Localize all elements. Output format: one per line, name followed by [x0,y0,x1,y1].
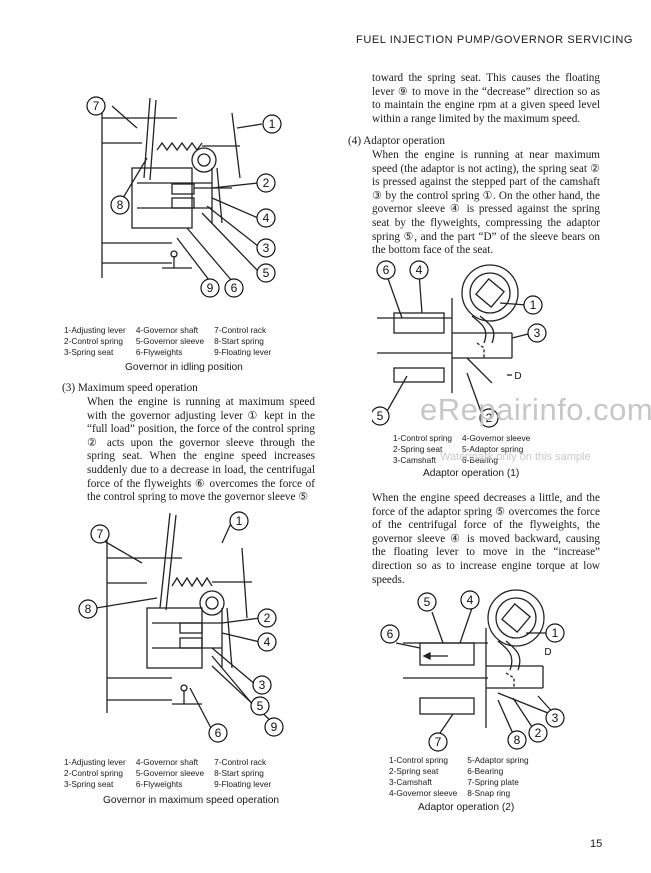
callout-1: 1 [545,623,565,643]
figure2-callouts: 7 1 8 2 4 3 5 9 6 [78,511,284,743]
svg-text:5: 5 [424,595,431,609]
svg-text:3: 3 [534,326,541,340]
callout-1: 1 [523,295,543,315]
svg-text:3: 3 [263,241,270,255]
svg-text:8: 8 [117,198,124,212]
svg-text:5: 5 [377,409,384,423]
callout-5: 5 [250,696,270,716]
governor-idling-diagram: 7 1 8 2 4 3 5 9 6 [86,96,282,298]
callout-3: 3 [256,238,276,258]
callout-4: 4 [257,632,277,652]
svg-text:7: 7 [93,99,100,113]
figure3-callouts: 6 4 1 3 5 2 D [372,260,547,428]
svg-text:6: 6 [387,627,394,641]
svg-text:1: 1 [530,298,537,312]
section4-text: When the engine is running at near maxim… [372,149,600,257]
svg-text:7: 7 [97,527,104,541]
svg-text:5: 5 [257,699,264,713]
watermark-subtext: Watermark only on this sample [440,451,591,463]
callout-8: 8 [507,730,527,750]
callout-9: 9 [264,717,284,737]
label-d: D [514,371,521,382]
figure4-caption: Adaptor operation (2) [418,802,515,813]
figure1-callouts: 7 1 8 2 4 3 5 9 6 [86,96,282,298]
callout-1: 1 [229,511,249,531]
svg-text:8: 8 [514,733,521,747]
callout-2: 2 [528,723,548,743]
svg-text:2: 2 [264,611,271,625]
adaptor-paragraph-2: When the engine speed decreases a little… [372,492,600,586]
svg-text:3: 3 [552,711,559,725]
callout-7: 7 [86,96,106,116]
svg-text:6: 6 [231,281,238,295]
callout-5: 5 [256,263,276,283]
governor-max-speed-diagram: 7 1 8 2 4 3 5 9 6 [78,511,284,743]
svg-text:1: 1 [269,117,276,131]
section3-text: When the engine is running at maximum sp… [87,396,315,504]
callout-7: 7 [428,732,448,752]
figure3-caption: Adaptor operation (1) [423,468,520,479]
adaptor-operation-2-diagram: 5 4 6 1 3 7 8 2 D [380,589,565,752]
svg-text:2: 2 [535,726,542,740]
callout-7: 7 [90,524,110,544]
svg-text:3: 3 [259,678,266,692]
callout-8: 8 [110,195,130,215]
callout-3: 3 [545,708,565,728]
section3-continuation-text: toward the spring seat. This causes the … [372,72,600,125]
callout-3: 3 [527,323,547,343]
watermark-text: eRepairinfo.com [420,392,651,427]
callout-5: 5 [417,592,437,612]
svg-text:6: 6 [383,263,390,277]
callout-6: 6 [376,260,396,280]
callout-8: 8 [78,599,98,619]
figure4-callouts: 5 4 6 1 3 7 8 2 D [380,590,565,752]
svg-text:5: 5 [263,266,270,280]
callout-2: 2 [256,173,276,193]
svg-text:6: 6 [215,726,222,740]
callout-4: 4 [409,260,429,280]
callout-3: 3 [252,675,272,695]
svg-text:9: 9 [207,281,214,295]
callout-1: 1 [262,114,282,134]
svg-text:1: 1 [236,514,243,528]
callout-5: 5 [372,406,390,426]
figure1-caption: Governor in idling position [125,362,243,373]
svg-text:4: 4 [264,635,271,649]
adaptor-operation-1-diagram: 6 4 1 3 5 2 D [372,260,547,428]
svg-text:8: 8 [85,602,92,616]
callout-2: 2 [257,608,277,628]
svg-text:4: 4 [416,263,423,277]
callout-4: 4 [256,208,276,228]
svg-text:1: 1 [552,626,559,640]
callout-6: 6 [380,624,400,644]
figure2-caption: Governor in maximum speed operation [103,795,280,806]
callout-9: 9 [200,278,220,298]
callout-6: 6 [208,723,228,743]
section4-heading: (4) Adaptor operation [348,135,445,147]
svg-text:2: 2 [263,176,270,190]
page-header: FUEL INJECTION PUMP/GOVERNOR SERVICING [356,34,634,46]
svg-text:4: 4 [263,211,270,225]
callout-6: 6 [224,278,244,298]
page-number: 15 [590,838,603,850]
svg-text:2: 2 [486,411,493,425]
section3-heading: (3) Maximum speed operation [62,382,198,394]
label-d: D [544,647,551,658]
svg-text:7: 7 [435,735,442,749]
callout-2: 2 [479,408,499,428]
svg-text:9: 9 [271,720,278,734]
callout-4: 4 [460,590,480,610]
svg-text:4: 4 [467,593,474,607]
